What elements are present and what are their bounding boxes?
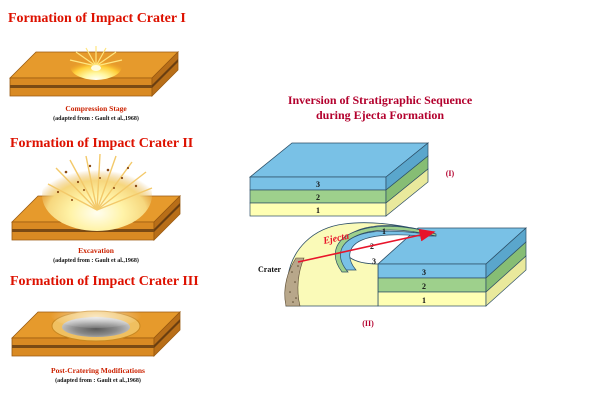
flap-label-1: 1 (382, 227, 386, 236)
crater-3-stratum (12, 345, 154, 348)
sequence-title-line2: during Ejecta Formation (316, 108, 444, 122)
panel-2-title: Formation of Impact Crater II (10, 136, 193, 151)
block-1-label-3: 3 (316, 180, 320, 189)
panel-1-title: Formation of Impact Crater I (8, 11, 186, 26)
panel-2-stage-label: Excavation (78, 246, 115, 255)
flap-label-3: 3 (372, 257, 376, 266)
flap-label-2: 2 (370, 242, 374, 251)
stratigraphy-diagram: Inversion of Stratigraphic Sequence duri… (248, 93, 528, 328)
layer-block-1: 3 2 1 (248, 142, 430, 217)
sequence-title-line1: Inversion of Stratigraphic Sequence (288, 93, 473, 107)
crater-2-stratum (12, 229, 154, 232)
panel-3-credit: (adapted from : Gault et al.,1968) (55, 377, 141, 384)
panel-crater-3: Formation of Impact Crater III Post-Crat… (10, 274, 199, 384)
ejecta-arrow (297, 228, 436, 263)
block-1-side-1 (385, 168, 429, 217)
panel-3-title: Formation of Impact Crater III (10, 274, 199, 289)
crater-2-block (11, 153, 181, 241)
crater-2-side-stratum (154, 203, 180, 232)
block-2-label-1: 1 (422, 296, 426, 305)
stage-2-label: (II) (362, 319, 374, 328)
impactor (91, 65, 101, 71)
panel-1-stage-label: Compression Stage (65, 104, 127, 113)
block-1-label-1: 1 (316, 206, 320, 215)
block-2-layer-3 (377, 263, 487, 279)
crater-3-block (11, 300, 181, 357)
panel-2-credit: (adapted from : Gault et al.,1968) (53, 257, 139, 264)
panel-crater-1: Formation of Impact Crater I Compression… (8, 11, 186, 122)
crater-1-stratum (10, 85, 152, 88)
block-1-label-2: 2 (316, 193, 320, 202)
crater-3-side-stratum (154, 319, 180, 348)
stage-1-label: (I) (446, 169, 455, 178)
flap-layer-2 (334, 225, 437, 273)
block-2-side-1 (485, 255, 527, 307)
crater-label: Crater (258, 265, 282, 274)
block-2-layer-2 (377, 277, 487, 293)
impact-rays (69, 46, 123, 67)
block-2-label-2: 2 (422, 282, 426, 291)
panel-1-credit: (adapted from : Gault et al.,1968) (53, 115, 139, 122)
overturned-flap: 1 2 3 (284, 222, 437, 307)
crater-wall-grains (289, 265, 299, 303)
dust-haze (50, 300, 142, 328)
block-2-layer-1 (377, 291, 487, 307)
block-2-label-3: 3 (422, 268, 426, 277)
panel-3-stage-label: Post-Cratering Modifications (51, 366, 145, 375)
crater-1-side-stratum (152, 59, 178, 88)
crater-1-block (9, 46, 179, 97)
ejecta-spray (47, 153, 153, 211)
panel-crater-2: Formation of Impact Crater II (10, 136, 193, 264)
ejecta-debris (56, 164, 138, 201)
ejecta-burst (42, 159, 152, 231)
